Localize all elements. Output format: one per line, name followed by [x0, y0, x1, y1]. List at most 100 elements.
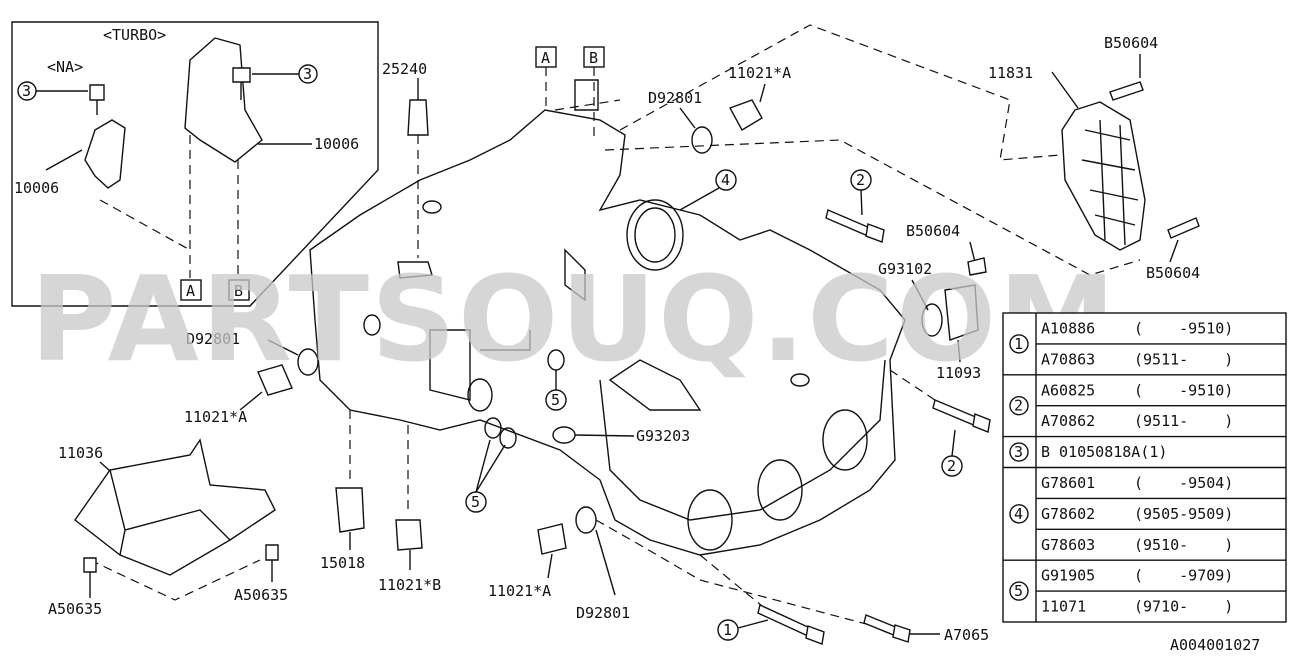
table-date-range: (9505-9509): [1134, 505, 1233, 523]
gasket-g93203: [552, 426, 576, 444]
label-a50635-right: A50635: [234, 586, 288, 604]
label-a7065: A7065: [944, 626, 989, 644]
table-part-number: G78602: [1041, 505, 1095, 523]
relief-valve-15018: [335, 487, 365, 533]
table-group-number: 3: [1014, 443, 1023, 461]
table-part-number: G91905: [1041, 567, 1095, 585]
label-d92801-top: D92801: [648, 89, 702, 107]
label-11831: 11831: [988, 64, 1033, 82]
bolt-b50604-mid: [967, 257, 987, 276]
washer-d92801-top: [691, 126, 713, 154]
label-g93203: G93203: [636, 427, 690, 445]
sensor-port: [397, 261, 433, 279]
label-11021b: 11021*B: [378, 576, 441, 594]
table-part-number: A60825: [1041, 381, 1095, 399]
ref-a: A: [541, 49, 550, 67]
ref-b-tab: [574, 79, 599, 111]
table-group-callout: [1009, 334, 1029, 354]
bolt-2-right: [932, 399, 979, 427]
label-11021a-bottom: 11021*A: [488, 582, 551, 600]
diagram-id: A004001027: [1170, 636, 1260, 653]
label-15018: 15018: [320, 554, 365, 572]
label-a50635-left: A50635: [48, 600, 102, 618]
bolt-a50635-left: [83, 557, 97, 573]
table-date-range: (9511- ): [1134, 412, 1233, 430]
inset-ref-b-box: [228, 279, 250, 301]
plug-11021b: [395, 519, 423, 551]
label-11093: 11093: [936, 364, 981, 382]
label-11021a-left: 11021*A: [184, 408, 247, 426]
table-group-number: 1: [1014, 335, 1023, 353]
table-part-number: 11071: [1041, 598, 1086, 616]
table-group-callout: [1009, 581, 1029, 601]
baffle-plate-11036: [74, 438, 276, 576]
table-part-number: A70863: [1041, 350, 1095, 368]
table-part-number: G78603: [1041, 536, 1095, 554]
engine-block: [309, 79, 906, 556]
turbo-label: <TURBO>: [103, 26, 166, 44]
label-10006-na: 10006: [14, 179, 59, 197]
inset-ref-a: A: [186, 282, 195, 300]
table-group-number: 5: [1014, 582, 1023, 600]
bolt-2-top: [825, 209, 871, 237]
table-date-range: (9510- ): [1134, 536, 1233, 554]
table-date-range: ( -9709): [1134, 567, 1233, 585]
cylinder-block-outline: [309, 109, 906, 556]
label-d92801-bottom: D92801: [576, 604, 630, 622]
na-bracket: [84, 119, 126, 189]
table-date-range: (9710- ): [1134, 598, 1233, 616]
knock-sensor: [407, 99, 429, 136]
label-b50604-right: B50604: [1146, 264, 1200, 282]
table-date-range: ( -9510): [1134, 381, 1233, 399]
label-25240: 25240: [382, 60, 427, 78]
label-b50604-top: B50604: [1104, 34, 1158, 52]
callout-4-text: 4: [721, 171, 730, 189]
table-date-range: ( -9510): [1134, 319, 1233, 337]
bolt-a50635-right: [265, 544, 279, 561]
callout-3-na-text: 3: [22, 82, 31, 100]
callout-1-bottom-text: 1: [723, 621, 732, 639]
bolt-b50604-right: [1167, 217, 1200, 239]
bolt-b50604-top: [1109, 81, 1144, 101]
washer-d92801-bottom: [575, 506, 597, 534]
plug-11021a-bottom: [537, 523, 567, 555]
label-d92801-left: D92801: [186, 330, 240, 348]
callout-2-top-text: 2: [856, 171, 865, 189]
label-11021a-top: 11021*A: [728, 64, 791, 82]
label-b50604-mid: B50604: [906, 222, 960, 240]
table-date-range: ( -9504): [1134, 474, 1233, 492]
bolt-a7065: [863, 614, 899, 637]
callout-5-low-text: 5: [471, 493, 480, 511]
callout-5-mid-text: 5: [551, 391, 560, 409]
table-group-callout: [1009, 442, 1029, 462]
oil-seal-ring: [626, 199, 684, 271]
label-11036: 11036: [58, 444, 103, 462]
table-part-number: A10886: [1041, 319, 1095, 337]
table-part-number: G78601: [1041, 474, 1095, 492]
table-group-number: 2: [1014, 397, 1023, 415]
callout-4: [715, 169, 737, 191]
inset-ref-b: B: [234, 282, 243, 300]
watermark: PARTSOUQ.COM: [30, 250, 1118, 388]
callout-3-turbo-text: 3: [303, 65, 312, 83]
plug-11021a-top: [728, 99, 763, 131]
inset-ref-a-box: [180, 279, 202, 301]
callout-2-right-text: 2: [947, 457, 956, 475]
callout-1-bottom: [717, 619, 739, 641]
table-group-callout: [1009, 396, 1029, 416]
table-part-number: A70862: [1041, 412, 1095, 430]
table-part-number: B 01050818A(1): [1041, 443, 1167, 461]
cover-11093: [944, 284, 979, 341]
label-10006-turbo: 10006: [314, 135, 359, 153]
label-g93102: G93102: [878, 260, 932, 278]
table-date-range: (9511- ): [1134, 350, 1233, 368]
ref-b: B: [589, 49, 598, 67]
table-group-number: 4: [1014, 505, 1023, 523]
inset-panel: <TURBO> <NA> 3 3 10006 10006 A B: [11, 21, 379, 307]
plug-11021a-left: [257, 364, 293, 396]
gasket-g93102: [921, 303, 943, 337]
washer-d92801-left: [297, 348, 319, 376]
